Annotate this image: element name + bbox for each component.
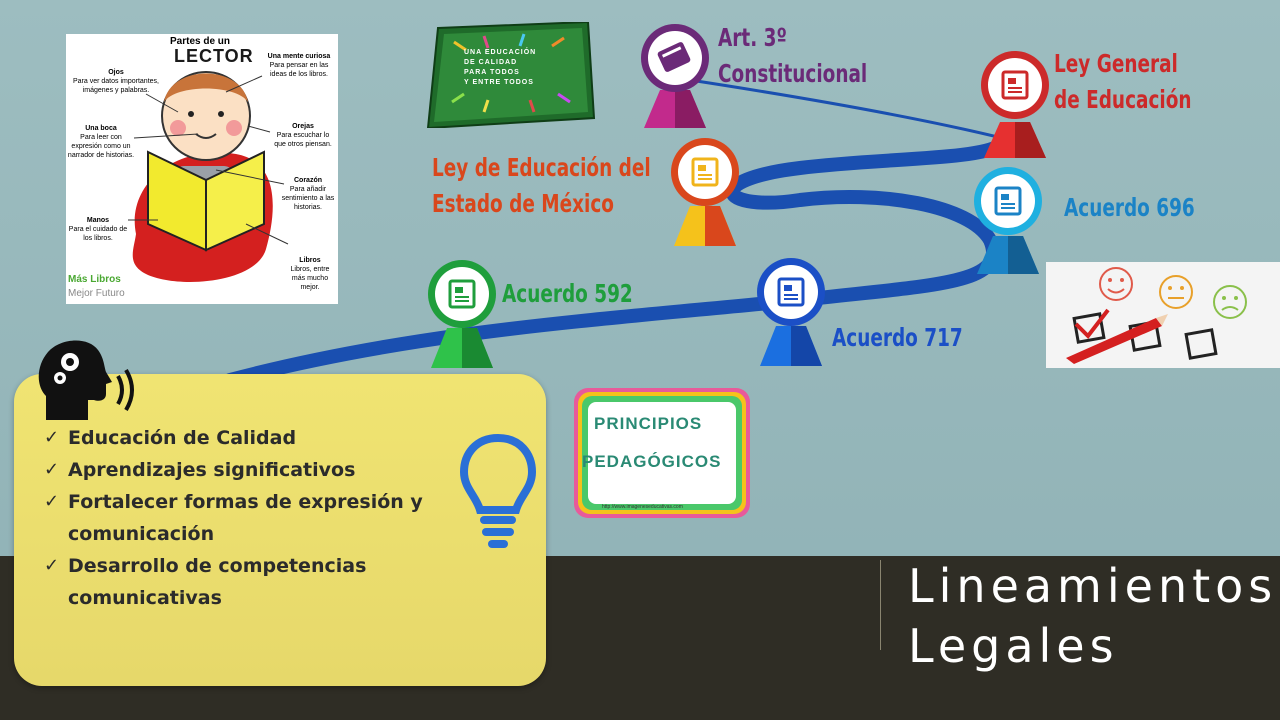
calidad-line1: UNA EDUCACIÓN — [464, 49, 537, 56]
lector-boca-title: Una boca — [85, 125, 117, 132]
principios-line2: PEDAGÓGICOS — [582, 452, 722, 471]
calidad-line3: PARA TODOS — [464, 69, 520, 76]
check-icon: ✓ — [44, 427, 60, 448]
lector-manos-text: Para el cuidado de los libros. — [68, 226, 128, 242]
lector-brand-line1: Más Libros — [68, 274, 121, 285]
book-icon — [657, 42, 691, 72]
lector-title-top: Partes de un — [170, 36, 231, 47]
label-acuerdo-696: Acuerdo 696 — [1064, 193, 1195, 222]
principios-line1: PRINCIPIOS — [594, 414, 703, 433]
lector-mente-text: Para pensar en las ideas de los libros. — [269, 62, 329, 78]
goal-item: ✓ Aprendizajes significativos — [44, 454, 444, 486]
lector-orejas-title: Orejas — [292, 123, 314, 130]
goal-item: ✓ Educación de Calidad — [44, 422, 444, 454]
idea-box — [14, 374, 546, 686]
label-ley-estado-line2: Estado de México — [432, 189, 614, 218]
lector-corazon-text: Para añadir sentimiento a las historias. — [281, 186, 335, 211]
lector-callout-ojos: Ojos Para ver datos importantes, imágene… — [70, 68, 162, 95]
calidad-text: UNA EDUCACIÓN DE CALIDAD PARA TODOS Y EN… — [464, 48, 574, 88]
document-icon — [1001, 70, 1029, 100]
calidad-line4: Y ENTRE TODOS — [464, 79, 534, 86]
marker-ley-estado — [671, 138, 739, 246]
lector-infographic: Partes de un LECTOR Ojos Para ver datos … — [66, 34, 338, 304]
lector-callout-mente: Una mente curiosa Para pensar en las ide… — [262, 52, 336, 79]
label-acuerdo-717: Acuerdo 717 — [832, 323, 963, 352]
lector-orejas-text: Para escuchar lo que otros piensan. — [274, 132, 332, 148]
lector-ojos-title: Ojos — [108, 69, 124, 76]
marker-ley-general — [981, 51, 1049, 158]
check-icon: ✓ — [44, 459, 60, 480]
lector-corazon-title: Corazón — [294, 177, 322, 184]
label-ley-general: Ley General de Educación — [1054, 46, 1192, 118]
lector-manos-title: Manos — [86, 217, 110, 224]
label-ley-general-line2: de Educación — [1054, 85, 1192, 114]
principios-card: PRINCIPIOS PEDAGÓGICOS http://www.imagen… — [572, 386, 752, 524]
head-gears-icon — [38, 340, 134, 420]
survey-image — [1046, 262, 1280, 368]
lector-callout-corazon: Corazón Para añadir sentimiento a las hi… — [280, 176, 336, 212]
document-icon — [994, 186, 1022, 216]
slide-title: Lineamientos Legales — [908, 556, 1278, 676]
calidad-line2: DE CALIDAD — [464, 59, 518, 66]
timeline-thin-line — [689, 78, 1011, 142]
goal-text: Fortalecer formas de expresión y comunic… — [68, 491, 423, 545]
lector-callout-libros: Libros Libros, entre más mucho mejor. — [284, 256, 336, 292]
label-art3-line1: Art. 3º — [718, 23, 787, 52]
lector-ojos-text: Para ver datos importantes, imágenes y p… — [73, 78, 159, 94]
document-icon — [691, 157, 719, 187]
lector-brand-line2: Mejor Futuro — [68, 288, 125, 299]
lector-title-main: LECTOR — [174, 46, 254, 66]
marker-art3 — [641, 24, 709, 128]
principios-url: http://www.imageneseducativas.com — [602, 504, 683, 510]
goal-item: ✓ Desarrollo de competencias comunicativa… — [44, 550, 444, 614]
lector-libros-text: Libros, entre más mucho mejor. — [290, 266, 330, 291]
check-icon: ✓ — [44, 555, 60, 576]
lector-illustration — [128, 71, 289, 282]
marker-acuerdo-592 — [428, 260, 496, 368]
goal-text: Desarrollo de competencias comunicativas — [68, 555, 367, 609]
calidad-board — [426, 22, 596, 128]
goal-text: Educación de Calidad — [68, 427, 297, 449]
marker-acuerdo-696 — [974, 167, 1042, 274]
document-icon — [448, 279, 476, 309]
goal-text: Aprendizajes significativos — [68, 459, 356, 481]
label-art3-line2: Constitucional — [718, 59, 868, 88]
lector-boca-text: Para leer con expresión como un narrador… — [67, 134, 135, 159]
lector-callout-orejas: Orejas Para escuchar lo que otros piensa… — [270, 122, 336, 149]
goal-item: ✓ Fortalecer formas de expresión y comuni… — [44, 486, 444, 550]
marker-acuerdo-717 — [757, 258, 825, 366]
label-art3: Art. 3º Constitucional — [718, 20, 867, 92]
document-icon — [777, 277, 805, 307]
label-ley-estado: Ley de Educación del Estado de México — [432, 150, 651, 222]
lector-mente-title: Una mente curiosa — [267, 53, 331, 60]
timeline-road — [223, 138, 1007, 387]
lector-callout-boca: Una boca Para leer con expresión como un… — [66, 124, 136, 160]
slide-title-line2: Legales — [908, 619, 1119, 673]
calidad-card: UNA EDUCACIÓN DE CALIDAD PARA TODOS Y EN… — [424, 22, 596, 128]
survey-illustration — [1066, 267, 1247, 364]
check-icon: ✓ — [44, 491, 60, 512]
label-ley-general-line1: Ley General — [1054, 49, 1178, 78]
label-acuerdo-592: Acuerdo 592 — [502, 279, 633, 308]
principios-frame — [574, 388, 750, 518]
slide-title-line1: Lineamientos — [908, 559, 1278, 613]
band-divider — [880, 560, 881, 650]
lightbulb-icon — [459, 433, 537, 548]
lector-libros-title: Libros — [299, 257, 321, 264]
label-ley-estado-line1: Ley de Educación del — [432, 153, 651, 182]
goals-list: ✓ Educación de Calidad ✓ Aprendizajes sign… — [44, 422, 444, 614]
lector-callout-manos: Manos Para el cuidado de los libros. — [68, 216, 128, 243]
